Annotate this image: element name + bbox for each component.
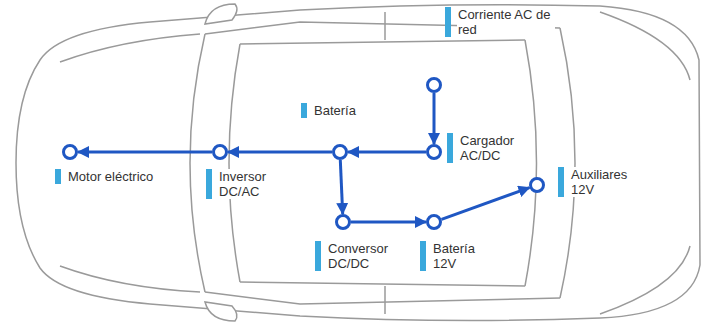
label-texts: Conversor DC/DC [327,241,392,271]
label-bar [558,167,564,197]
flow-arrow [348,151,426,154]
trunk-line [600,12,690,80]
node-circle: Inversor DC/AC [212,144,228,160]
flow-arrow [442,188,530,220]
label-bar [420,241,426,271]
label-texts: Auxiliares 12V [570,167,632,197]
node-label: Motor eléctrico [55,169,158,184]
label-texts: Batería 12V [432,241,479,271]
flow-arrow [351,221,426,224]
label-texts: Batería [313,103,360,118]
node-label: Conversor DC/DC [315,241,392,271]
node-circle: Batería [332,144,348,160]
flow-arrow [340,160,342,214]
node-circle: Corriente AC de red [426,77,442,93]
label-bar [55,169,61,184]
node-text: Batería 12V [432,241,479,271]
label-bar [445,7,451,37]
car-body [16,5,700,321]
label-texts: Cargador AC/DC [459,133,519,163]
side-window [205,292,560,304]
mirror [205,4,237,24]
label-bar [206,169,212,199]
door-line [384,12,386,40]
node-text: Inversor DC/AC [218,169,270,199]
node-circle: Cargador AC/DC [426,144,442,160]
label-texts: Inversor DC/AC [218,169,270,199]
node-text: Cargador AC/DC [459,133,519,163]
node-label: Batería [301,103,360,118]
node-text: Corriente AC de red [457,7,555,37]
node-text: Conversor DC/DC [327,241,392,271]
node-circle: Motor eléctrico [62,144,78,160]
node-label: Batería 12V [420,241,479,271]
node-circle: Conversor DC/DC [335,214,351,230]
roof-line [240,282,525,286]
flow-arrow [78,151,212,154]
hood-line [60,266,200,292]
roof-line [240,40,525,44]
door-line [384,286,386,314]
node-circle: Batería 12V [426,214,442,230]
node-text: Auxiliares 12V [570,167,632,197]
rear-window [525,40,537,286]
mirror [205,302,237,321]
flow-arrow [228,151,332,154]
label-bar [315,241,321,271]
label-bar [447,133,453,163]
flow-arrow [433,93,436,144]
trunk-line [600,246,690,314]
label-texts: Motor eléctrico [67,169,158,184]
label-texts: Corriente AC de red [457,7,555,37]
node-label: Cargador AC/DC [447,133,519,163]
hood-line [60,34,200,62]
windshield [190,34,205,292]
rear-window [560,28,575,298]
node-text: Motor eléctrico [67,169,158,184]
node-label: Auxiliares 12V [558,167,632,197]
node-label: Inversor DC/AC [206,169,270,199]
windshield [229,44,240,282]
node-label: Corriente AC de red [445,7,555,37]
node-text: Batería [313,103,360,118]
label-bar [301,103,307,118]
node-circle: Auxiliares 12V [529,177,545,193]
